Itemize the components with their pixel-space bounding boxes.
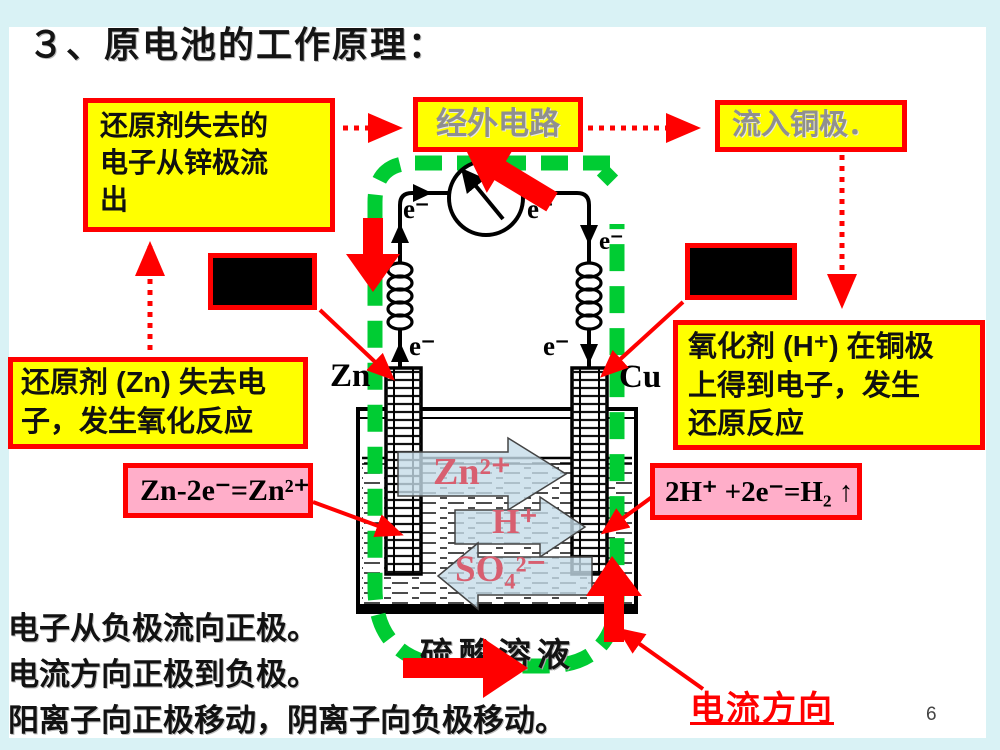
- electron-label: e⁻: [403, 194, 430, 224]
- summary-notes: 电子从负极流向正极。 电流方向正极到负极。 阳离子向正极移动，阴离子向负极移动。: [8, 606, 566, 744]
- sulfate-ion-label: SO₄²⁻: [455, 549, 547, 590]
- callout-electrons-leave-zinc: 还原剂失去的 电子从锌极流 出: [83, 98, 335, 232]
- copper-electrode-label: Cu: [619, 359, 662, 395]
- page-title: ３、原电池的工作原理：: [28, 24, 447, 65]
- electron-label: e⁻: [527, 194, 554, 224]
- zinc-ion-label: Zn²⁺: [433, 451, 511, 493]
- zinc-half-equation: Zn-2e⁻=Zn²⁺: [123, 463, 313, 518]
- electron-label: e⁻: [409, 331, 436, 361]
- callout-flow-into-copper: 流入铜极．: [715, 100, 907, 152]
- note-line: 电流方向正极到负极。: [8, 657, 318, 692]
- note-line: 电子从负极流向正极。: [8, 611, 318, 646]
- page-number: 6: [926, 704, 937, 725]
- electron-label: e⁻: [543, 331, 570, 361]
- callout-oxidizer-reduction: 氧化剂 (H⁺) 在铜极 上得到电子，发生 还原反应: [673, 320, 985, 450]
- zinc-electrode-label: Zn: [330, 358, 371, 394]
- note-line: 阳离子向正极移动，阴离子向负极移动。: [8, 703, 566, 738]
- hidden-answer-box-negative-electrode: [208, 253, 317, 310]
- hydrogen-half-equation: 2H⁺ +2e⁻=H₂ ↑: [650, 463, 862, 520]
- electron-label: e⁻: [599, 228, 624, 255]
- current-direction-label: 电流方向: [690, 690, 834, 728]
- hydrogen-ion-label: H⁺: [492, 502, 538, 541]
- callout-via-external-circuit: 经外电路: [413, 97, 583, 152]
- hidden-answer-box-positive-electrode: [685, 243, 797, 300]
- callout-reducer-oxidation: 还原剂 (Zn) 失去电 子，发生氧化反应: [8, 357, 308, 449]
